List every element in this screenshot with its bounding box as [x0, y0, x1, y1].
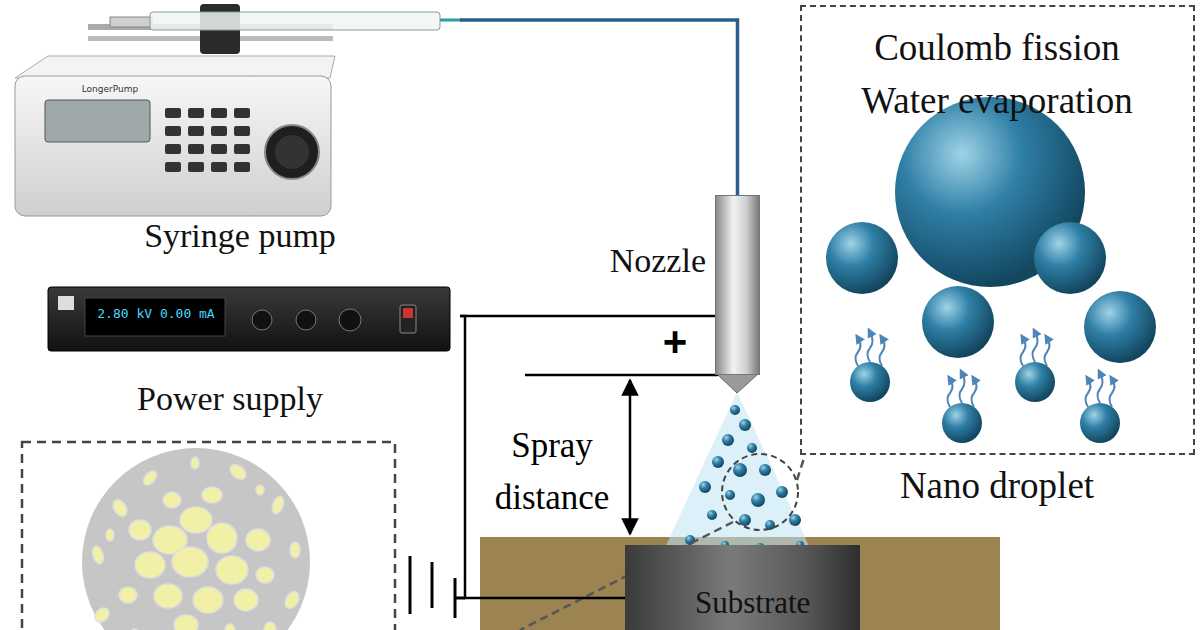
inset-droplets	[826, 97, 1156, 443]
node-label: Water evaporation	[802, 80, 1192, 123]
syringe-pump-device	[15, 4, 462, 216]
dimension-label: Spray distance	[472, 420, 632, 524]
wire-connector	[460, 315, 715, 318]
power-supply-node: Power supply	[40, 283, 460, 418]
battery-symbol	[410, 556, 465, 618]
inset-box: Coulomb fissionWater evaporationNano dro…	[800, 5, 1195, 455]
evaporation-arrows	[856, 332, 1115, 407]
dimension-arrow	[629, 380, 632, 534]
nozzle: Nozzle	[715, 195, 760, 375]
node-label: Power supply	[20, 379, 440, 418]
ground-level-line	[525, 374, 718, 377]
node-label: Coulomb fission	[802, 27, 1192, 70]
node-label: Nano droplet	[802, 465, 1192, 508]
polarity-sign: +	[655, 318, 695, 366]
zoom-leader	[797, 455, 805, 480]
node-label: Substrate	[695, 585, 860, 621]
substrate-block: Substrate	[625, 545, 860, 630]
node-label: Syringe pump	[20, 216, 460, 255]
node-label: Nozzle	[571, 241, 706, 280]
power-supply-device	[48, 287, 450, 351]
display-reading: 2.80 kV 0.00 mA	[88, 307, 224, 322]
nozzle-tip	[717, 374, 758, 393]
pump-node: Syringe pump	[20, 0, 460, 262]
film-morphology	[82, 448, 310, 630]
brand-text: LongerPump	[70, 84, 150, 94]
substrate-stage	[480, 537, 1000, 630]
zoom-circle	[722, 454, 798, 530]
wire-connector	[460, 20, 738, 195]
